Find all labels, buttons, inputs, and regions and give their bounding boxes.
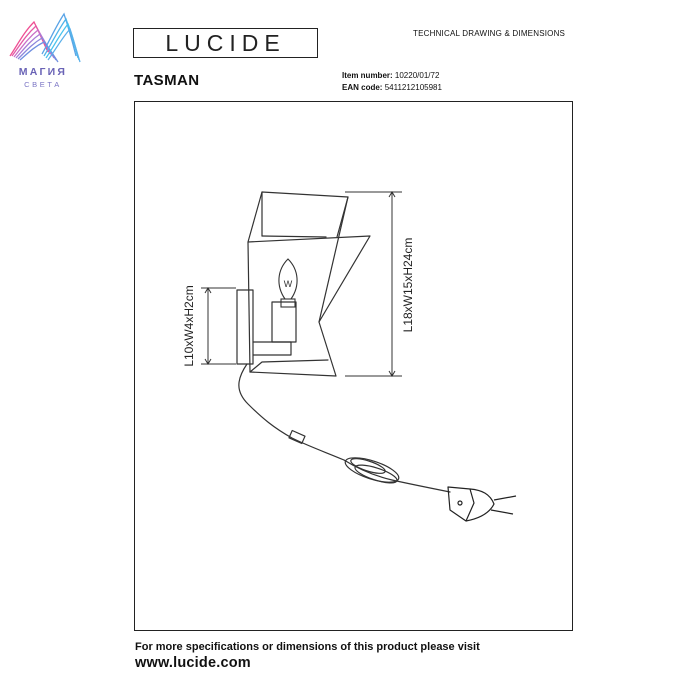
- ean-row: EAN code: 5411212105981: [342, 83, 442, 92]
- footer-note: For more specifications or dimensions of…: [135, 641, 480, 653]
- ean-value: 5411212105981: [384, 83, 442, 92]
- item-number-row: Item number: 10220/01/72: [342, 71, 439, 80]
- dimension-base: L10xW4xH2cm: [182, 285, 196, 366]
- brand-logo: LUCIDE: [165, 30, 286, 56]
- magia-sveta-name: МАГИЯ: [18, 66, 68, 78]
- drawing-frame: [134, 101, 573, 631]
- bulb-icon: [278, 258, 298, 308]
- product-name: TASMAN: [134, 72, 200, 89]
- magia-sveta-subtitle: СВЕТА: [24, 80, 62, 89]
- item-number-value: 10220/01/72: [394, 71, 440, 80]
- bulb-symbol: W: [284, 279, 293, 289]
- inline-switch: [288, 429, 306, 445]
- lamp-shade: [247, 191, 349, 377]
- ean-label: EAN code:: [342, 83, 383, 92]
- item-number-label: Item number:: [342, 71, 393, 80]
- document-type: TECHNICAL DRAWING & DIMENSIONS: [413, 29, 566, 38]
- brand-logo-frame: [133, 28, 318, 58]
- wall-plate: [236, 289, 254, 365]
- lamp-arm: [252, 341, 292, 356]
- socket: [271, 301, 297, 343]
- power-cable: [238, 363, 345, 461]
- power-plug-icon: [447, 486, 517, 522]
- wall-lamp-drawing: W L10xW4xH2cm L18xW15xH24cm: [182, 191, 517, 522]
- magia-sveta-logo: [9, 12, 81, 63]
- dimension-shade: L18xW15xH24cm: [401, 238, 415, 333]
- footer-url[interactable]: www.lucide.com: [135, 655, 251, 671]
